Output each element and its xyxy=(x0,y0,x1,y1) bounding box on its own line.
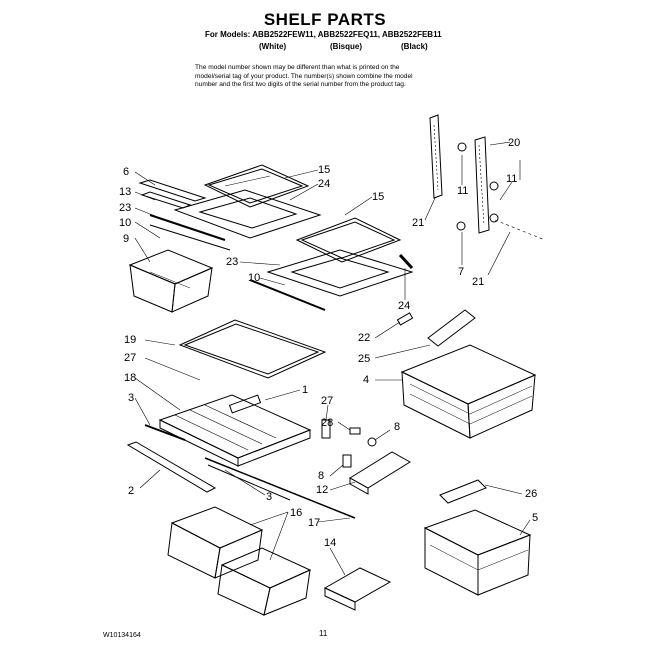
callout: 27 xyxy=(124,352,136,364)
note-line: model/serial tag of your product. The nu… xyxy=(195,72,413,80)
color-bisque: (Bisque) xyxy=(330,42,362,51)
wire-basket-5 xyxy=(423,509,532,596)
shelf-frame-left xyxy=(149,189,322,251)
callout: 28 xyxy=(321,417,333,429)
callout: 10 xyxy=(119,217,131,229)
callout: 23 xyxy=(226,256,238,268)
small-parts xyxy=(321,419,377,468)
crisper-16-back xyxy=(167,506,264,579)
screws xyxy=(456,142,499,231)
crisper-16-front xyxy=(217,547,312,616)
callout: 9 xyxy=(123,233,129,245)
upper-glass-shelf-left xyxy=(203,164,310,208)
wire-basket-4 xyxy=(400,344,537,439)
callout: 13 xyxy=(119,186,131,198)
callout: 15 xyxy=(318,164,330,176)
callout: 7 xyxy=(458,266,464,278)
callout: 20 xyxy=(508,137,520,149)
callout: 3 xyxy=(266,491,272,503)
callout: 24 xyxy=(398,300,410,312)
callout: 11 xyxy=(457,185,468,197)
shelf-bracket-6 xyxy=(138,179,207,209)
callout: 8 xyxy=(394,421,400,433)
callout: 2 xyxy=(128,485,134,497)
model-note: The model number shown may be different … xyxy=(195,64,465,90)
rail-20 xyxy=(474,136,490,234)
crisper-pan-9 xyxy=(128,249,214,313)
color-white: (White) xyxy=(259,42,287,51)
callout: 23 xyxy=(119,202,131,214)
part-number: W10134164 xyxy=(103,632,141,639)
rail-17 xyxy=(204,457,356,519)
rail-2 xyxy=(126,441,217,493)
glass-shelf-19 xyxy=(178,319,327,379)
callout: 16 xyxy=(290,507,302,519)
callout: 15 xyxy=(372,191,384,203)
callout: 11 xyxy=(506,173,517,185)
page-number: 11 xyxy=(319,629,328,638)
models-line: For Models: ABB2522FEW11, ABB2522FEQ11, … xyxy=(205,30,442,39)
callout: 24 xyxy=(318,178,330,190)
bracket-22 xyxy=(396,312,414,326)
callout: 5 xyxy=(532,512,538,524)
note-line: number and the first two digits of the s… xyxy=(195,81,406,89)
shelf-frame-right xyxy=(249,249,414,311)
callout: 26 xyxy=(525,488,537,500)
callout: 19 xyxy=(124,334,136,346)
callout: 1 xyxy=(302,384,308,396)
page-title: SHELF PARTS xyxy=(263,10,387,29)
callout: 21 xyxy=(472,276,484,288)
callout: 4 xyxy=(363,374,369,386)
tray-12 xyxy=(349,451,411,495)
upper-glass-shelf-right xyxy=(295,217,402,263)
basket-handle-26 xyxy=(439,479,487,504)
callout: 3 xyxy=(128,392,134,404)
basket-handle-25 xyxy=(427,309,476,347)
callout: 14 xyxy=(324,537,336,549)
callout: 10 xyxy=(248,272,260,284)
color-black: (Black) xyxy=(401,42,428,51)
egg-bin-14 xyxy=(323,567,392,611)
callout: 18 xyxy=(124,372,136,384)
callout: 6 xyxy=(123,166,129,178)
callout: 21 xyxy=(412,217,424,229)
rail-21-left xyxy=(429,114,443,199)
callout: 17 xyxy=(308,517,320,529)
slide-shelf-assembly-18 xyxy=(158,394,312,467)
callout: 8 xyxy=(318,470,324,482)
callout: 22 xyxy=(358,332,370,344)
callout: 25 xyxy=(358,353,370,365)
callout: 27 xyxy=(321,395,333,407)
leader-lines xyxy=(134,141,531,576)
note-line: The model number shown may be different … xyxy=(195,64,400,71)
trim-3-left xyxy=(144,424,186,441)
callout-labels: 6 13 23 10 9 15 24 15 23 10 24 21 11 20 … xyxy=(119,137,538,549)
callout: 12 xyxy=(316,484,328,496)
